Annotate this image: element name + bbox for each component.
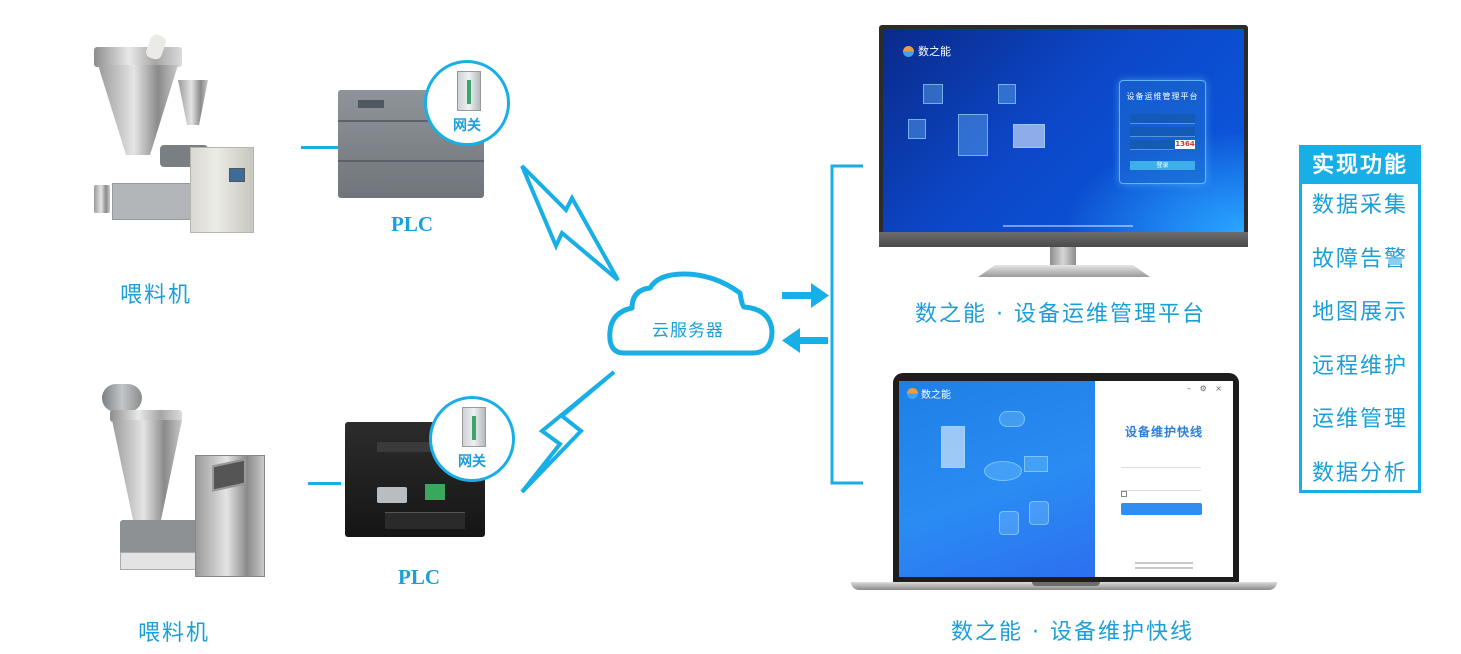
monitor-stand	[1050, 247, 1076, 269]
person-illustration	[984, 461, 1022, 481]
laptop-footer-text	[1135, 567, 1193, 569]
monitor-platform-caption: 数之能 · 设备运维管理平台	[915, 302, 1206, 327]
dashboard-illustration	[1013, 124, 1045, 148]
login-button[interactable]: 登录	[1130, 161, 1195, 170]
server-illustration	[958, 114, 988, 156]
password-field[interactable]	[1121, 480, 1201, 491]
connector-line	[308, 482, 341, 485]
robot-illustration	[1024, 456, 1048, 472]
feeder-label-1: 喂料机	[120, 283, 193, 308]
gateway-device-icon	[457, 71, 481, 111]
brand-logo-icon	[903, 45, 914, 57]
wireless-signal-icon	[520, 370, 616, 494]
password-field[interactable]	[1130, 127, 1195, 137]
feature-item: 故障告警	[1311, 246, 1408, 272]
captcha-image[interactable]: 1364	[1175, 140, 1195, 149]
laptop-base	[851, 582, 1277, 590]
feeder-label-2: 喂料机	[138, 621, 211, 646]
brand-logo-icon	[907, 388, 918, 399]
gateway-label-2: 网关	[458, 454, 486, 470]
feature-item: 远程维护	[1311, 353, 1408, 379]
monitor-footer-text	[1003, 225, 1133, 227]
plc-label-2: PLC	[398, 565, 440, 589]
laptop-login-panel: – ⚙ × 设备维护快线	[1095, 381, 1233, 577]
server-illustration	[941, 426, 965, 468]
cloud-server-label: 云服务器	[652, 321, 724, 341]
monitor-login-panel: 设备运维管理平台 1364 登录	[1119, 80, 1206, 184]
arrow-left-shaft	[796, 337, 828, 344]
monitor-base	[978, 265, 1150, 277]
laptop-login-title: 设备维护快线	[1124, 425, 1203, 439]
laptop-footer-text	[1135, 562, 1193, 564]
monitor-logo: 数之能	[903, 43, 951, 59]
remember-checkbox[interactable]	[1121, 491, 1127, 497]
laptop-logo-text: 数之能	[921, 390, 951, 401]
feeder-machine-1-image	[90, 32, 275, 245]
feature-item: 数据采集	[1311, 193, 1408, 218]
laptop-notch	[1032, 582, 1100, 586]
plc-label-1: PLC	[391, 212, 433, 236]
arrow-right-shaft	[782, 292, 816, 299]
window-controls[interactable]: – ⚙ ×	[1187, 384, 1225, 393]
wireless-signal-icon	[520, 164, 620, 282]
gateway-badge-1: 网关	[424, 60, 510, 146]
monitor-screen: 数之能 设备运维管理平台 1364 登录	[883, 29, 1244, 232]
gateway-label-1: 网关	[453, 118, 481, 134]
login-button[interactable]	[1121, 503, 1202, 515]
feature-item: 地图展示	[1311, 300, 1408, 325]
arrow-left-icon	[782, 328, 800, 353]
monitor-chin	[879, 232, 1248, 247]
feeder-machine-2-image	[100, 380, 270, 585]
laptop-platform-caption: 数之能 · 设备维护快线	[951, 620, 1194, 645]
cloud-illustration	[999, 411, 1025, 427]
feature-item: 数据分析	[1311, 460, 1408, 486]
feature-item: 运维管理	[1311, 407, 1408, 432]
captcha-field[interactable]	[1130, 140, 1174, 150]
features-panel: 实现功能 数据采集 故障告警 地图展示 远程维护 运维管理 数据分析	[1299, 145, 1421, 493]
gateway-badge-2: 网关	[429, 396, 515, 482]
server-illustration	[998, 84, 1016, 104]
server-illustration	[908, 119, 926, 139]
plc-2-image	[345, 422, 485, 537]
cloud-icon	[607, 271, 775, 356]
monitor-logo-text: 数之能	[918, 45, 951, 58]
bracket-line	[830, 164, 863, 485]
laptop-screen-left: 数之能	[899, 381, 1095, 577]
account-field[interactable]	[1121, 457, 1201, 468]
connector-line	[301, 146, 338, 149]
laptop-logo: 数之能	[907, 386, 951, 401]
server-illustration	[923, 84, 943, 104]
monitor-login-title: 设备运维管理平台	[1126, 92, 1199, 101]
gateway-device-icon	[462, 407, 486, 447]
username-field[interactable]	[1130, 114, 1195, 124]
features-title: 实现功能	[1302, 148, 1418, 184]
arrow-right-icon	[811, 283, 829, 308]
device-illustration	[999, 511, 1019, 535]
device-illustration	[1029, 501, 1049, 525]
